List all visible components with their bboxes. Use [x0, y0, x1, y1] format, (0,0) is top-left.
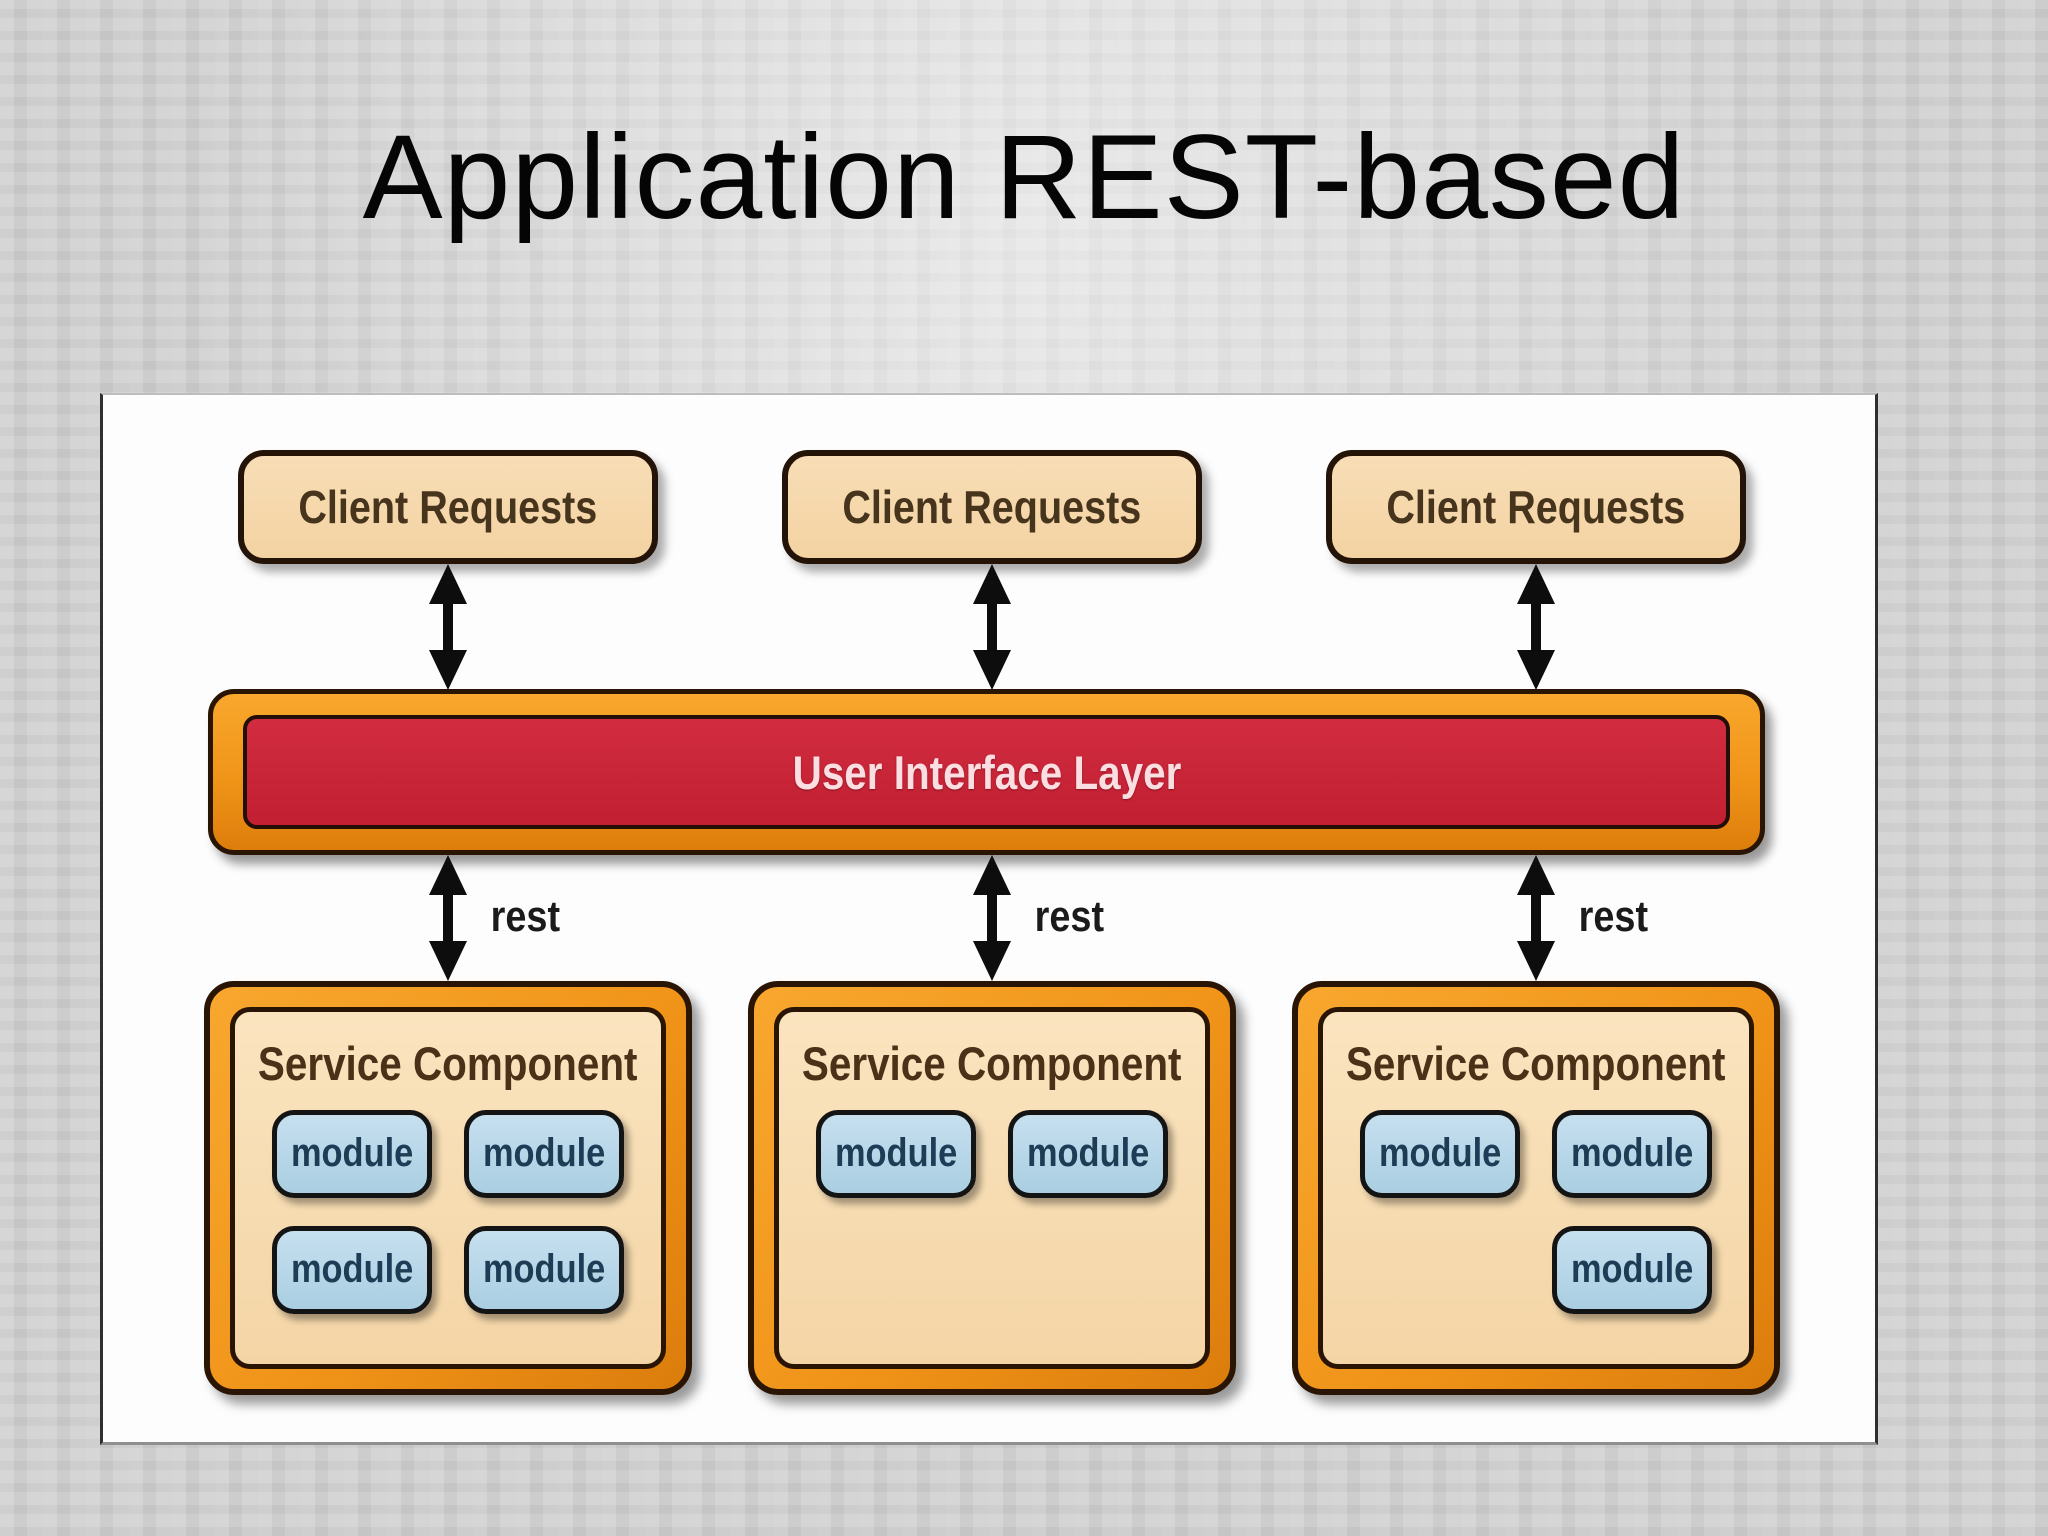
module-grid: module module [816, 1109, 1168, 1198]
service-component-title: Service Component [802, 1037, 1182, 1090]
slide-title: Application REST-based [362, 110, 1686, 244]
rest-label: rest [1578, 892, 1649, 941]
double-arrow-icon [973, 564, 1011, 690]
service-component-inner: Service Component module module [774, 1007, 1210, 1369]
module-box: module [272, 1225, 432, 1314]
rest-label: rest [1034, 892, 1105, 941]
module-box: module [464, 1225, 624, 1314]
service-component: Service Component module module [748, 981, 1236, 1395]
rest-label: rest [490, 892, 561, 941]
module-box: module [816, 1109, 976, 1198]
module-box: module [464, 1109, 624, 1198]
module-box: module [1552, 1109, 1712, 1198]
client-requests-box: Client Requests [1326, 450, 1746, 564]
service-component-title: Service Component [258, 1037, 638, 1090]
double-arrow-icon [429, 564, 467, 690]
rest-arrow-icon [1517, 855, 1555, 981]
service-component-inner: Service Component module module module m… [230, 1007, 666, 1369]
client-requests-box: Client Requests [238, 450, 658, 564]
user-interface-layer-bar: User Interface Layer [243, 715, 1730, 829]
client-requests-label: Client Requests [842, 481, 1142, 533]
user-interface-layer: User Interface Layer [208, 689, 1765, 855]
module-box: module [1552, 1225, 1712, 1314]
user-interface-layer-label: User Interface Layer [792, 745, 1181, 799]
client-requests-label: Client Requests [1386, 481, 1686, 533]
service-component-inner: Service Component module module module [1318, 1007, 1754, 1369]
module-grid: module module module module [272, 1109, 624, 1314]
module-grid: module module module [1360, 1109, 1712, 1314]
double-arrow-icon [1517, 564, 1555, 690]
rest-arrow-icon [973, 855, 1011, 981]
service-component: Service Component module module module m… [204, 981, 692, 1395]
service-component: Service Component module module module [1292, 981, 1780, 1395]
client-requests-label: Client Requests [298, 481, 598, 533]
client-requests-box: Client Requests [782, 450, 1202, 564]
rest-arrow-icon [429, 855, 467, 981]
module-box: module [272, 1109, 432, 1198]
service-component-title: Service Component [1346, 1037, 1726, 1090]
diagram-panel: Client Requests Client Requests Client R… [100, 393, 1878, 1445]
module-box: module [1008, 1109, 1168, 1198]
module-box: module [1360, 1109, 1520, 1198]
